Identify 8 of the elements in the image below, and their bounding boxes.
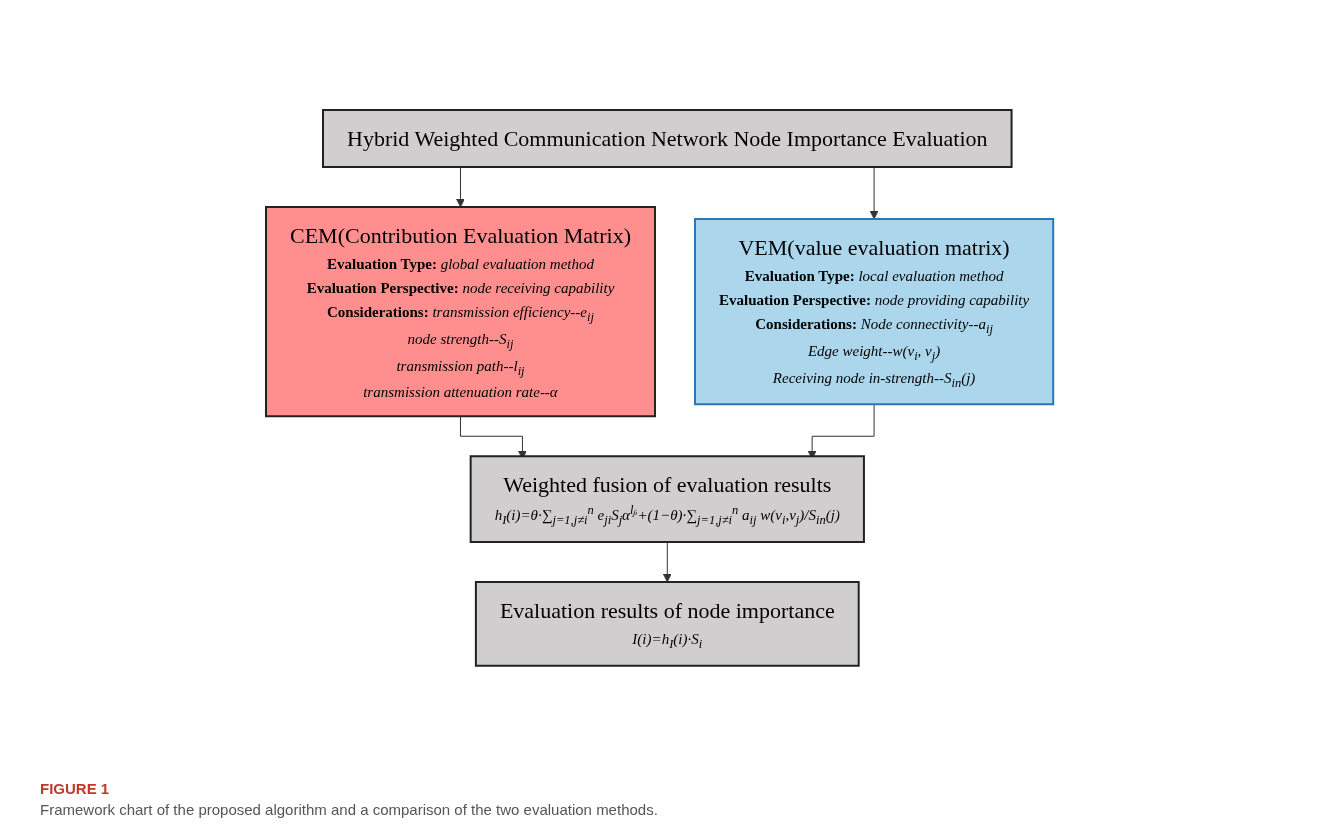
node-box: Hybrid Weighted Communication Network Node Importance Evaluation — [322, 109, 1013, 169]
node-box: Evaluation results of node importance I(i)=h$_{I}$(i)·S$_{i}$ — [475, 581, 861, 667]
node-box: Weighted fusion of evaluation results h$_{I}$(i)=θ·∑$_{j=1,j≠i}$$^{n}$ e$_{ji}$S$_{j}$α$^{lⱼᵢ}$+(1−θ)·∑$_{j=1,j≠i}$$^{n}$ a$_{ij}$ w(v$_{i}$,v$_{j}$)/S$_{in}$(j) — [470, 455, 866, 544]
figure-number: FIGURE 1 — [40, 780, 111, 797]
node-box: VEM(value evaluation matrix) Evaluation Type: local evaluation method Evaluation Perspective: node providing capability Considerations: Node connectivity--a$_{ij}$ Edge weight--w(v$_{i}$, v$_{j}$) Receiving node in-strength--S$_{in}$(j) — [694, 218, 1055, 406]
figure-caption: Framework chart of the proposed algorithm and a comparison of the two evaluation methods. — [40, 801, 659, 818]
arrow — [663, 541, 673, 583]
node-box: CEM(Contribution Evaluation Matrix) Evaluation Type: global evaluation method Evaluation Perspective: node receiving capability Considerations: transmission efficiency--e$_{ij}$ node strength--S$_{ij}$ transmission path--l$_{ij}$ transmission attenuation rate--α — [265, 206, 657, 418]
